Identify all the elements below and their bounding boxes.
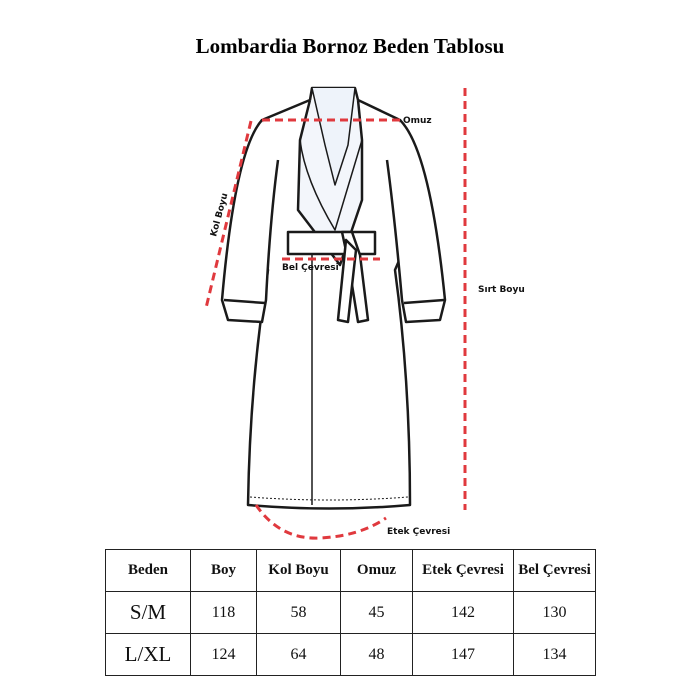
- measure-lines: [204, 88, 467, 540]
- cell-sleeve: 58: [256, 591, 341, 634]
- header-size: Beden: [105, 549, 191, 592]
- label-shoulder: Omuz: [403, 116, 432, 126]
- cell-shoulder: 45: [340, 591, 413, 634]
- header-shoulder: Omuz: [340, 549, 413, 592]
- label-hem: Etek Çevresi: [387, 527, 450, 537]
- cell-hem: 142: [412, 591, 514, 634]
- cell-length: 118: [190, 591, 257, 634]
- sleeve-measure-line: [204, 120, 253, 309]
- hem-measure-line: [254, 504, 387, 540]
- label-back-length: Sırt Boyu: [478, 285, 525, 295]
- robe-illustration: [220, 86, 447, 510]
- robe-diagram: Omuz Kol Boyu Bel Çevresi Sırt Boyu Etek…: [204, 86, 525, 540]
- cell-waist: 130: [513, 591, 596, 634]
- header-hem: Etek Çevresi: [412, 549, 514, 592]
- header-sleeve: Kol Boyu: [256, 549, 341, 592]
- cell-size: L/XL: [105, 633, 191, 676]
- cell-sleeve: 64: [256, 633, 341, 676]
- header-length: Boy: [190, 549, 257, 592]
- page-title: Lombardia Bornoz Beden Tablosu: [195, 34, 505, 58]
- table-row: L/XL 124 64 48 147 134: [105, 633, 596, 676]
- cell-hem: 147: [412, 633, 514, 676]
- header-waist: Bel Çevresi: [513, 549, 596, 592]
- table-row: S/M 118 58 45 142 130: [105, 591, 596, 634]
- cell-waist: 134: [513, 633, 596, 676]
- label-waist: Bel Çevresi: [282, 263, 339, 273]
- size-table: Beden Boy Kol Boyu Omuz Etek Çevresi Bel…: [105, 549, 596, 676]
- table-header-row: Beden Boy Kol Boyu Omuz Etek Çevresi Bel…: [105, 549, 596, 592]
- cell-length: 124: [190, 633, 257, 676]
- cell-size: S/M: [105, 591, 191, 634]
- cell-shoulder: 48: [340, 633, 413, 676]
